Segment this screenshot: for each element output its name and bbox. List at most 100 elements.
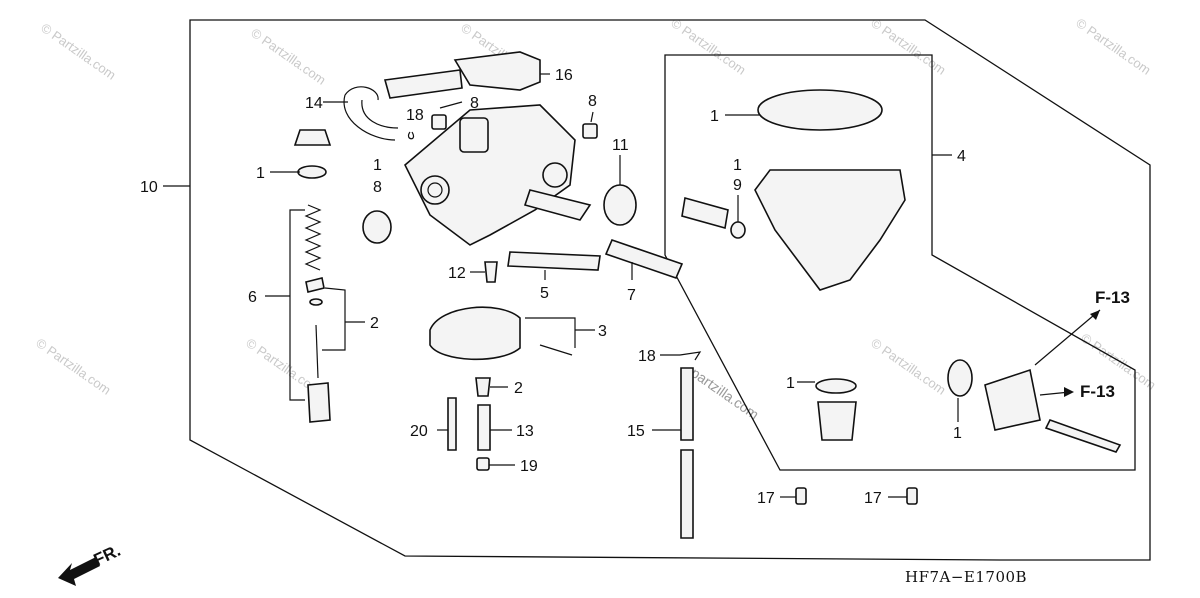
callout-19: 19 bbox=[520, 458, 538, 475]
callout-1: 1 bbox=[786, 375, 795, 392]
callout-20: 20 bbox=[410, 423, 428, 440]
outer-frame bbox=[189, 19, 1151, 561]
callout-4: 4 bbox=[957, 148, 966, 165]
screw-17-right bbox=[906, 487, 918, 505]
callout-9: 9 bbox=[733, 177, 742, 194]
float-chamber-kit-frame bbox=[664, 54, 1136, 471]
arrow-f13-a bbox=[1090, 310, 1100, 320]
callout-18: 18 bbox=[638, 348, 656, 365]
float-pin bbox=[539, 344, 573, 356]
cap-11 bbox=[603, 184, 637, 226]
leader-f13-a bbox=[1034, 309, 1101, 366]
jet-12 bbox=[484, 261, 498, 283]
drain-screw bbox=[681, 196, 729, 230]
o-ring-8 bbox=[362, 210, 392, 244]
callout-2: 2 bbox=[514, 380, 523, 397]
jet-needle bbox=[315, 324, 319, 379]
watermark: © Partzilla.com bbox=[248, 25, 328, 88]
callout-7: 7 bbox=[627, 287, 636, 304]
screw-set-5 bbox=[507, 251, 601, 271]
screw-19 bbox=[476, 457, 490, 471]
carburetor-neck bbox=[459, 117, 489, 153]
callout-1: 1 bbox=[373, 157, 382, 174]
callout-5: 5 bbox=[540, 285, 549, 302]
gasket-1 bbox=[757, 89, 883, 131]
callout-1: 1 bbox=[710, 108, 719, 125]
screw-set-7 bbox=[604, 239, 684, 279]
arrow-f13-b bbox=[1064, 387, 1074, 397]
carburetor-port bbox=[427, 182, 443, 198]
callout-15: 15 bbox=[627, 423, 645, 440]
callout-1: 1 bbox=[256, 165, 265, 182]
top-cap bbox=[293, 129, 332, 146]
watermark: © Partzilla.com bbox=[33, 335, 113, 398]
float-3 bbox=[429, 306, 521, 361]
o-ring-1-right bbox=[947, 359, 973, 397]
hose-16 bbox=[453, 51, 541, 91]
screw-17-left bbox=[795, 487, 807, 505]
callout-2: 2 bbox=[370, 315, 379, 332]
carburetor-choke bbox=[542, 162, 568, 188]
watermark: © Partzilla.com bbox=[868, 335, 948, 398]
watermark: © Partzilla.com bbox=[38, 20, 118, 83]
watermark: © Partzilla.com bbox=[868, 15, 948, 78]
callout-11: 11 bbox=[612, 137, 629, 154]
leader-lines bbox=[163, 73, 1101, 498]
carburetor-lever bbox=[523, 189, 592, 221]
callout-3: 3 bbox=[598, 323, 607, 340]
callout-13: 13 bbox=[516, 423, 534, 440]
nut-8-left bbox=[431, 114, 447, 130]
callout-1: 1 bbox=[733, 157, 742, 174]
callout-14: 14 bbox=[305, 95, 323, 112]
o-ring-1-lower bbox=[815, 378, 857, 394]
callout-18: 18 bbox=[406, 107, 424, 124]
leader-6 bbox=[265, 209, 305, 401]
reference-f13-upper: F-13 bbox=[1095, 288, 1130, 307]
leader-8-b bbox=[590, 111, 594, 123]
nut-8-right bbox=[582, 123, 598, 139]
callout-17: 17 bbox=[864, 490, 882, 507]
fuel-valve bbox=[984, 368, 1041, 431]
callout-10: 10 bbox=[140, 179, 158, 196]
callout-17: 17 bbox=[757, 490, 775, 507]
leader-8-a bbox=[439, 101, 463, 109]
needle-clip bbox=[305, 277, 325, 293]
carburetor-flange bbox=[420, 175, 450, 205]
callout-8: 8 bbox=[373, 179, 382, 196]
parts bbox=[293, 51, 1122, 539]
callout-12: 12 bbox=[448, 265, 466, 282]
callout-labels: 10 1 6 2 14 18 8 16 8 11 1 8 12 5 7 3 2 … bbox=[140, 67, 1130, 507]
watermark: © Partzilla.com bbox=[668, 15, 748, 78]
hose-joint bbox=[383, 69, 463, 99]
diagram-code: HF7A−E1700B bbox=[905, 568, 1027, 586]
watermark-center: partzilla.com bbox=[688, 364, 762, 422]
jet-2-lower bbox=[475, 377, 491, 397]
needle-clip-ring bbox=[309, 298, 323, 306]
callout-16: 16 bbox=[555, 67, 573, 84]
watermark: © Partzilla.com bbox=[1073, 15, 1153, 78]
front-arrow-icon bbox=[58, 557, 100, 586]
o-ring-9 bbox=[730, 221, 746, 239]
plug bbox=[817, 401, 857, 441]
throttle-valve bbox=[307, 382, 331, 423]
float-chamber bbox=[754, 169, 906, 291]
spring-6 bbox=[304, 204, 322, 271]
pin-20 bbox=[447, 397, 457, 451]
jet-13 bbox=[477, 404, 491, 451]
clip-18-lower bbox=[679, 351, 702, 361]
callout-8: 8 bbox=[470, 95, 479, 112]
leader-3 bbox=[525, 317, 595, 348]
watermarks: © Partzilla.com © Partzilla.com © Partzi… bbox=[33, 15, 1158, 422]
cap-washer bbox=[297, 165, 327, 179]
callout-1: 1 bbox=[953, 425, 962, 442]
front-direction-indicator: FR. bbox=[58, 541, 124, 586]
tube-15-upper bbox=[680, 367, 694, 441]
clip-18 bbox=[408, 131, 414, 140]
bolt bbox=[1044, 419, 1122, 453]
callout-6: 6 bbox=[248, 289, 257, 306]
reference-f13-lower: F-13 bbox=[1080, 382, 1115, 401]
callout-8: 8 bbox=[588, 93, 597, 110]
tube-15-lower bbox=[680, 449, 694, 539]
leader-2-a bbox=[322, 287, 365, 351]
